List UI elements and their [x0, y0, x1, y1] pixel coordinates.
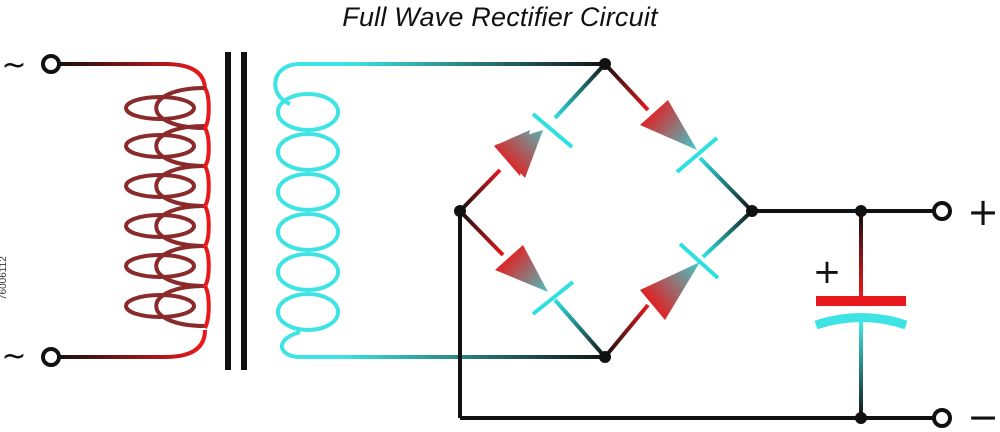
primary-loop [154, 284, 206, 328]
secondary-loop [276, 292, 340, 332]
primary-loop-ellipse [124, 133, 196, 159]
bridge-wire-right-down-cathode [701, 209, 754, 259]
primary-loop-ellipse [124, 213, 196, 239]
output-symbol-negative: − [967, 395, 999, 432]
secondary-loop [276, 132, 340, 172]
primary-loop [154, 164, 206, 208]
output-terminal-negative [932, 408, 952, 428]
input-symbol-top: ~ [1, 48, 26, 83]
output-terminal-positive [932, 201, 952, 221]
transformer-icon [225, 52, 247, 370]
input-symbol-bottom: ~ [1, 339, 26, 374]
diode-icon-upper-right [640, 100, 719, 174]
bridge-wire-right-up-cathode [698, 156, 754, 213]
primary-loop [154, 86, 206, 130]
bridge-wire-left-down [458, 209, 505, 257]
secondary-coil [273, 62, 340, 359]
bridge-wire-left-up [458, 168, 502, 213]
primary-loop [154, 244, 206, 288]
diagram-title: Full Wave Rectifier Circuit [342, 2, 658, 32]
primary-loop-ellipse [124, 95, 196, 121]
input-terminal-bottom [41, 347, 61, 367]
primary-wire-bottom [59, 329, 207, 359]
output-symbol-positive: + [967, 190, 999, 234]
primary-loop-ellipse [124, 293, 196, 319]
secondary-lead-bottom [279, 330, 301, 359]
capacitor-icon [814, 211, 908, 418]
primary-wire-top [59, 62, 207, 91]
secondary-loop [276, 252, 340, 292]
bridge-wire-up-cathode [553, 62, 607, 120]
diode-icon-lower-right [640, 242, 720, 320]
bridge-wire-bottom-right [603, 303, 650, 359]
primary-loop [154, 204, 206, 248]
primary-coil-front [202, 86, 211, 329]
primary-coil [124, 86, 211, 329]
bridge-wire-down-cathode [553, 298, 607, 359]
primary-loop-ellipse [124, 173, 196, 199]
primary-loop-ellipse [124, 253, 196, 279]
capacitor-polarity-label: + [813, 252, 842, 292]
junction-dot-icon [454, 58, 867, 424]
bridge-wire-top-right [603, 62, 650, 112]
secondary-loop [276, 212, 340, 252]
secondary-loop [276, 172, 340, 212]
diode-icon-upper-left [494, 112, 574, 178]
diode-icon-lower-left [495, 245, 575, 316]
secondary-loop [276, 92, 340, 132]
input-terminal-top [41, 54, 61, 74]
primary-loop [154, 124, 206, 168]
